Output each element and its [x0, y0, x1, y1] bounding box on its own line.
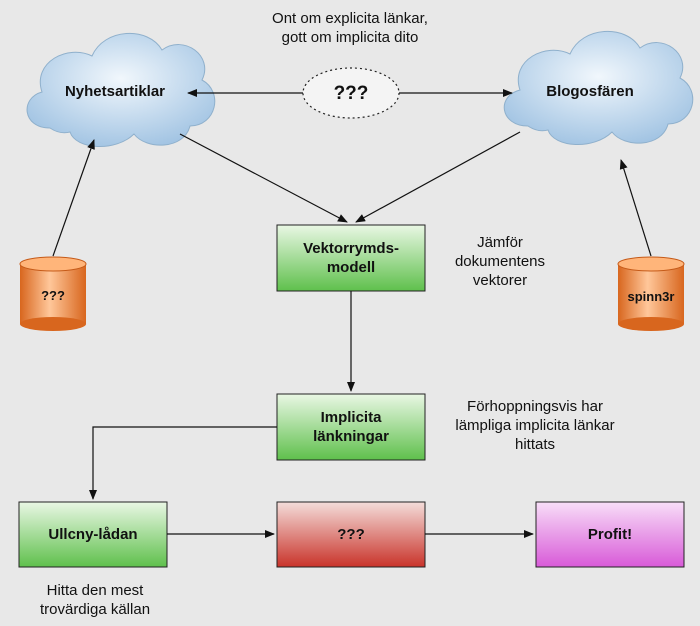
- arrow-db-left-to-cloud: [52, 139, 95, 257]
- cloud-left-label: Nyhetsartiklar: [64, 82, 166, 100]
- box-unknown-label: ???: [337, 526, 365, 543]
- arrow-left-cloud-to-vector: [179, 133, 348, 223]
- box-ullcny-ladan: [18, 501, 168, 568]
- arrows: [52, 89, 652, 538]
- arrow-db-right-to-cloud: [619, 159, 652, 257]
- box-vector-line-2: modell: [326, 259, 376, 276]
- oval-label: ???: [333, 82, 369, 104]
- note-implicit: Förhoppningsvis har lämpliga implicita l…: [430, 397, 640, 454]
- note-vector-line-3: vektorer: [472, 272, 528, 289]
- top-note-line-1: Ont om explicita länkar,: [272, 10, 428, 27]
- note-implicit-line-2: lämpliga implicita länkar: [455, 417, 615, 434]
- box-implicit-line-2: länkningar: [313, 428, 389, 445]
- box-vektorrymdsmodell: [276, 224, 426, 292]
- box-profit: [535, 501, 685, 568]
- db-left-label: ???: [41, 287, 65, 303]
- box-profit-label: Profit!: [587, 526, 633, 543]
- box-implicit-label: Implicita länkningar: [277, 394, 425, 460]
- top-note: Ont om explicita länkar, gott om implici…: [230, 9, 470, 47]
- box-vector-line-1: Vektorrymds-: [303, 240, 399, 257]
- db-right-label: spinn3r: [627, 288, 675, 304]
- top-note-line-2: gott om implicita dito: [281, 29, 419, 46]
- database-left: [19, 256, 87, 331]
- note-vector: Jämför dokumentens vektorer: [440, 233, 560, 290]
- box-vector-label: Vektorrymds- modell: [277, 225, 425, 291]
- box-ullcny-label: Ullcny-lådan: [48, 526, 138, 543]
- cloud-nyhetsartiklar: [26, 32, 216, 147]
- note-implicit-line-3: hittats: [514, 436, 556, 453]
- cloud-blogosfaren: [503, 30, 694, 145]
- note-implicit-line-1: Förhoppningsvis har: [467, 398, 603, 415]
- note-ullcny: Hitta den mest trovärdiga källan: [20, 581, 170, 619]
- database-right: [617, 256, 685, 331]
- arrow-right-cloud-to-vector: [355, 131, 521, 223]
- note-vector-line-2: dokumentens: [454, 253, 546, 270]
- note-vector-line-1: Jämför: [477, 234, 523, 251]
- cloud-right-label: Blogosfären: [546, 82, 634, 100]
- box-unknown-step: [276, 501, 426, 568]
- arrow-implicit-to-ullcny: [89, 426, 277, 500]
- note-ullcny-line-2: trovärdiga källan: [39, 601, 151, 618]
- box-implicit-line-1: Implicita: [320, 409, 382, 426]
- note-ullcny-line-1: Hitta den mest: [46, 582, 144, 599]
